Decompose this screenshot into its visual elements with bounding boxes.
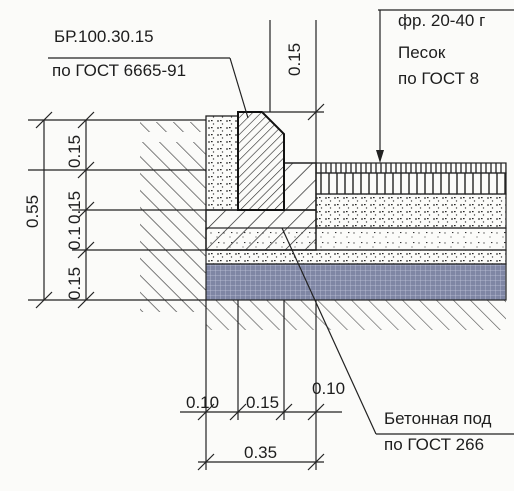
dim-layer-4: 0.15 <box>65 267 84 300</box>
leader-lines <box>48 9 514 435</box>
dim-layer-2: 0.15 <box>65 191 84 224</box>
dim-bottom-mid: 0.15 <box>246 393 279 412</box>
curb-standard-label: по ГОСТ 6665-91 <box>52 61 186 80</box>
dim-curb-height: 0.15 <box>285 43 304 76</box>
sand-label: Песок <box>398 43 446 62</box>
concrete-standard-label: по ГОСТ 266 <box>384 435 484 454</box>
dim-total-height: 0.55 <box>23 195 42 228</box>
curb-mark-label: БР.100.30.15 <box>54 27 154 46</box>
left-dimension-lines <box>28 111 206 309</box>
dim-bottom-right: 0.10 <box>312 379 345 398</box>
dim-bottom-total: 0.35 <box>244 443 277 462</box>
sand-standard-label: по ГОСТ 8 <box>398 69 479 88</box>
concrete-base-label: Бетонная под <box>384 409 492 428</box>
bottom-dimension-lines <box>180 300 342 471</box>
concrete-foundation <box>205 115 317 251</box>
leader-arrowhead <box>376 150 384 163</box>
curb-stone <box>237 111 285 211</box>
gravel-fraction-label: фр. 20-40 г <box>398 11 485 30</box>
soil-hatching <box>120 122 506 348</box>
dim-layer-3: 0.1 <box>65 226 84 250</box>
dim-bottom-left: 0.10 <box>186 393 219 412</box>
dim-layer-1: 0.15 <box>65 135 84 168</box>
curb-height-dimension <box>262 20 325 163</box>
